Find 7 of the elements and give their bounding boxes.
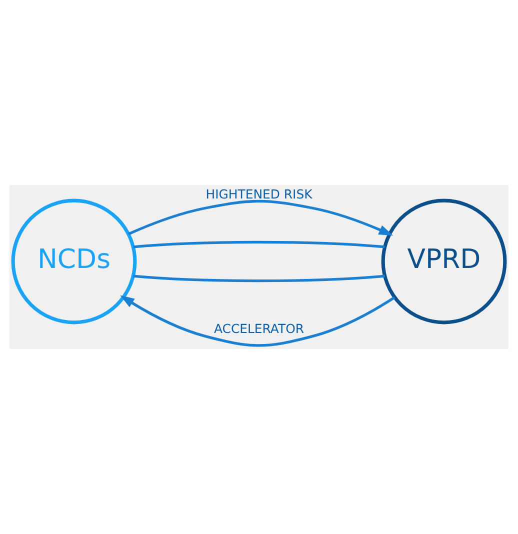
node-circle: VPRD xyxy=(381,198,507,324)
connector xyxy=(133,274,385,282)
arrow xyxy=(128,200,394,236)
edge-label: HIGHTENED RISK xyxy=(206,186,312,202)
connector xyxy=(133,240,385,248)
edge-label: ACCELERATOR xyxy=(214,320,304,336)
arrow xyxy=(120,295,396,347)
